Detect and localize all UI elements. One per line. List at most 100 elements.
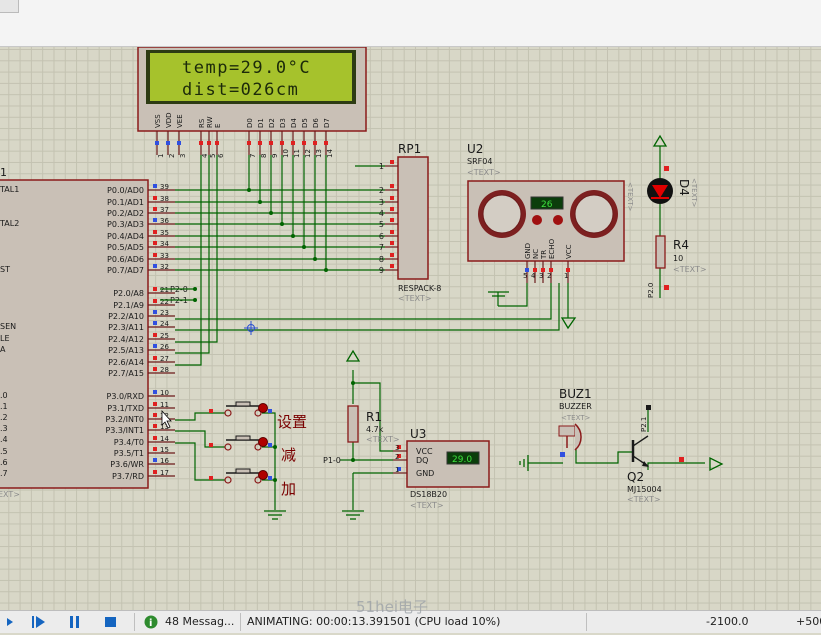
u2-pin-number: 4	[531, 272, 536, 280]
messages-count[interactable]: 48 Messag...	[165, 615, 235, 628]
animating-status: ANIMATING: 00:00:13.391501 (CPU load 10%…	[247, 615, 501, 628]
mcu-pin-number: 17	[160, 469, 169, 477]
r4-pin-label: P2.0	[647, 283, 655, 298]
mcu-left-pin-label: TAL1	[0, 185, 19, 194]
mcu-pin-state	[153, 218, 157, 222]
q2-text: <TEXT>	[627, 495, 661, 504]
u3-ref: U3	[410, 427, 426, 441]
lcd-pin-state	[269, 141, 273, 145]
mcu-right-pin-label: P2.6/A14	[108, 358, 144, 367]
button-label-set: 设置	[277, 413, 307, 431]
mcu-right-pin-label: P2.3/A11	[108, 323, 144, 332]
lcd-pin-number: 14	[326, 149, 334, 158]
lcd-pin-label: D1	[257, 118, 265, 128]
lcd-pin-label: RS	[198, 118, 206, 128]
lcd-pin-number: 11	[293, 149, 301, 158]
mcu-right-pin-label: P3.6/WR	[110, 460, 144, 469]
rp1-pin-number: 7	[379, 243, 384, 252]
mcu-pin-number: 26	[160, 343, 169, 351]
pause-button[interactable]	[66, 614, 84, 630]
mcu-pin-state	[153, 207, 157, 211]
u3-text: <TEXT>	[410, 501, 444, 510]
mcu-pin-number: 21	[160, 286, 169, 294]
info-icon[interactable]: i	[144, 614, 158, 630]
u2-side-text: <TEXT>	[626, 182, 634, 212]
u2-pin-state	[525, 268, 529, 272]
button-indicator	[258, 403, 268, 413]
mcu-pin-number: 27	[160, 355, 169, 363]
button-contact	[254, 409, 262, 417]
wires	[175, 155, 705, 510]
lcd-pin-number: 10	[282, 149, 290, 158]
q2-pin-label: P2.1	[640, 417, 648, 432]
mcu-pin-state	[153, 253, 157, 257]
resistor-r4[interactable]: R4 10 <TEXT> P2.0	[647, 235, 707, 298]
mcu-right-pin-label: P3.0/RXD	[107, 392, 144, 401]
resistor-r1[interactable]: R1 4.7k <TEXT>	[347, 405, 400, 444]
button-minus[interactable]	[209, 435, 272, 451]
mcu-ref: 1	[0, 166, 7, 179]
svg-text:i: i	[149, 618, 152, 629]
mcu-8051[interactable]: 1 EXT> TAL1TAL2STSENLEA.0.1.2.3.4.5.6.7 …	[0, 166, 175, 499]
mcu-pin-state	[153, 436, 157, 440]
led-d4[interactable]: D4 <TEXT>	[647, 134, 698, 208]
mcu-pin-number: 11	[160, 401, 169, 409]
button-pin-state	[268, 476, 272, 480]
mcu-left-pin-label: .5	[0, 447, 8, 456]
u2-pin-label: VCC	[565, 244, 573, 259]
button-set[interactable]	[209, 401, 272, 417]
mcu-pin-number: 13	[160, 423, 169, 431]
watermark: 51hei电子	[356, 598, 428, 616]
toolbar-tab-corner[interactable]	[0, 0, 19, 13]
push-buttons[interactable]	[209, 401, 272, 484]
mcu-pin-number: 23	[160, 309, 169, 317]
rp1-pin-state	[390, 184, 394, 188]
mcu-pin-state	[153, 184, 157, 188]
play-button[interactable]	[30, 614, 48, 630]
mcu-pin-number: 15	[160, 446, 169, 454]
mcu-pin-number: 34	[160, 240, 169, 248]
lcd-pin-number: 5	[209, 154, 217, 158]
lcd-pin-label: VSS	[154, 114, 162, 128]
rp1-pin-number: 3	[379, 198, 384, 207]
mcu-left-pin-label: ST	[0, 265, 10, 274]
u2-pin-number: 2	[547, 272, 551, 280]
mcu-pin-number: 32	[160, 263, 169, 271]
mcu-pin-state	[153, 264, 157, 268]
u2-text: <TEXT>	[467, 168, 501, 177]
button-plus[interactable]	[209, 468, 272, 484]
power-arrow-u2-vcc	[560, 317, 577, 330]
buzzer-buz1[interactable]: BUZ1 BUZZER <TEXT>	[558, 387, 592, 457]
mcu-pin-state	[153, 310, 157, 314]
mcu-pin-state	[153, 321, 157, 325]
mcu-left-pin-label: .2	[0, 413, 8, 422]
rp1-type: RESPACK-8	[398, 284, 441, 293]
rp1-pin-number: 5	[379, 220, 384, 229]
button-cap	[235, 468, 251, 474]
mcu-pin-state	[153, 413, 157, 417]
mcu-pin-state	[153, 402, 157, 406]
lcd-line-1: temp=29.0°C	[182, 58, 311, 78]
lcd-pin-number: 4	[201, 153, 209, 158]
step-back-button[interactable]	[4, 614, 22, 630]
rp1-pin-state	[390, 207, 394, 211]
u2-pin-state	[549, 268, 553, 272]
lcd-pin-label: D2	[268, 118, 276, 128]
lcd-module[interactable]: temp=29.0°C dist=026cm VSS1VDD2VEE3RS4RW…	[137, 47, 367, 158]
mcu-right-pin-label: P3.2/INT0	[105, 415, 144, 424]
stop-button[interactable]	[102, 614, 120, 630]
mcu-left-pin-label: TAL2	[0, 219, 19, 228]
mcu-pin-state	[153, 333, 157, 337]
mcu-right-pin-label: P0.1/AD1	[107, 198, 144, 207]
q2-type: MJ15004	[627, 485, 662, 494]
rp1-pin-number: 6	[379, 232, 384, 241]
rp1-pin-state	[390, 264, 394, 268]
mcu-left-pin-label: .0	[0, 391, 8, 400]
transistor-q2[interactable]: P2.1 Q2 MJ15004 <TEXT>	[627, 405, 684, 504]
mcu-pin-number: 16	[160, 457, 169, 465]
